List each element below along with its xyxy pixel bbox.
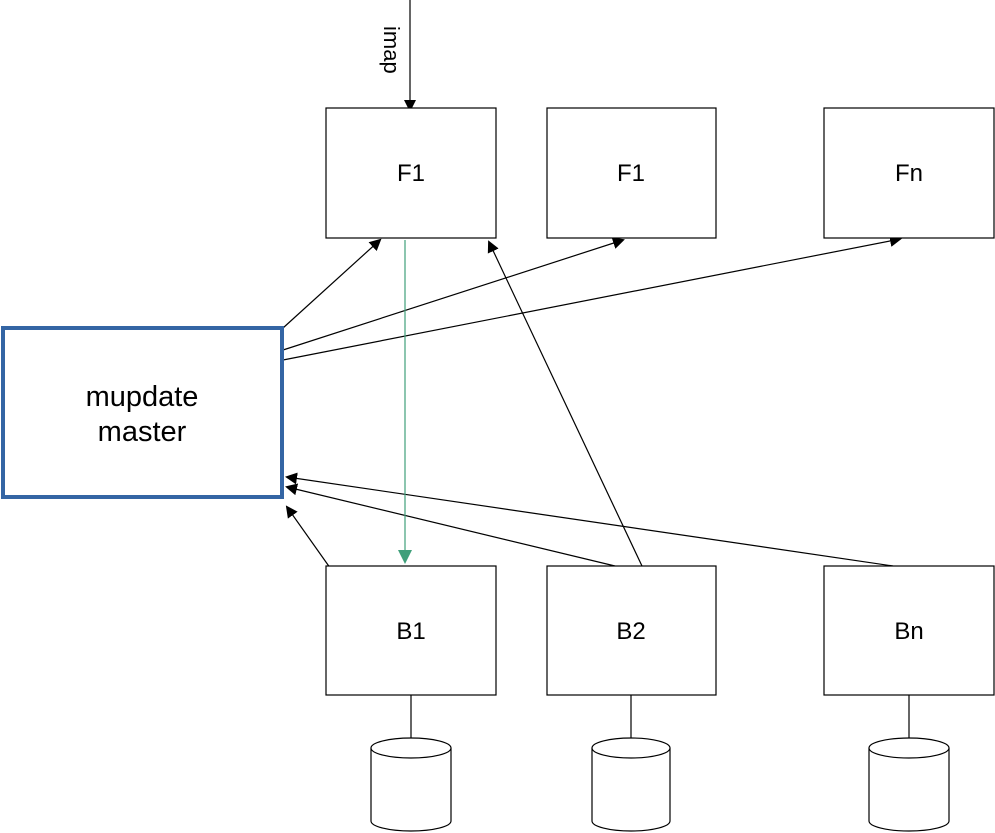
- edge-master-to-f1b: [282, 237, 625, 351]
- backend-node: Bn: [823, 565, 995, 696]
- frontend-node: F1: [325, 107, 497, 239]
- imap-label: imap: [379, 26, 404, 74]
- edges-backends-to-master: [285, 472, 894, 573]
- edges-master-to-frontends: [282, 235, 902, 361]
- backend-node: B1: [325, 565, 497, 696]
- backend-box: [823, 565, 995, 696]
- backend-label: Bn: [894, 618, 923, 645]
- mupdate-master-label-line2: master: [98, 416, 187, 448]
- mupdate-master-node: mupdate master: [1, 326, 284, 499]
- edge-master-to-fn: [282, 235, 902, 361]
- mupdate-master-label-line1: mupdate: [86, 381, 199, 413]
- frontend-label: F1: [397, 160, 425, 187]
- storage-unit: [370, 695, 452, 832]
- backend-node: B2: [546, 565, 717, 696]
- storage-group: [370, 695, 950, 832]
- frontend-node: F1: [546, 107, 717, 239]
- database-cylinder-icon: [591, 737, 671, 832]
- frontend-label: F1: [617, 160, 645, 187]
- frontend-nodes: F1 F1 Fn: [325, 107, 995, 239]
- database-cylinder-icon: [370, 737, 452, 832]
- edge-master-to-f1: [282, 238, 382, 329]
- edge-b2-to-master: [285, 483, 616, 567]
- frontend-box: [823, 107, 995, 239]
- frontend-box: [325, 107, 497, 239]
- mupdate-master-box: [1, 326, 284, 499]
- database-cylinder-icon: [868, 737, 950, 832]
- edge-b2-to-f1: [487, 240, 643, 567]
- backend-label: B2: [616, 618, 645, 645]
- storage-unit: [591, 695, 671, 832]
- backend-nodes: B1 B2 Bn: [325, 565, 995, 696]
- backend-label: B1: [396, 618, 425, 645]
- frontend-box: [546, 107, 717, 239]
- frontend-node: Fn: [823, 107, 995, 239]
- edge-bn-to-master: [285, 472, 894, 567]
- storage-unit: [868, 695, 950, 832]
- frontend-label: Fn: [895, 160, 923, 187]
- edge-b1-to-master: [285, 505, 334, 573]
- imap-edge: imap: [379, 0, 416, 112]
